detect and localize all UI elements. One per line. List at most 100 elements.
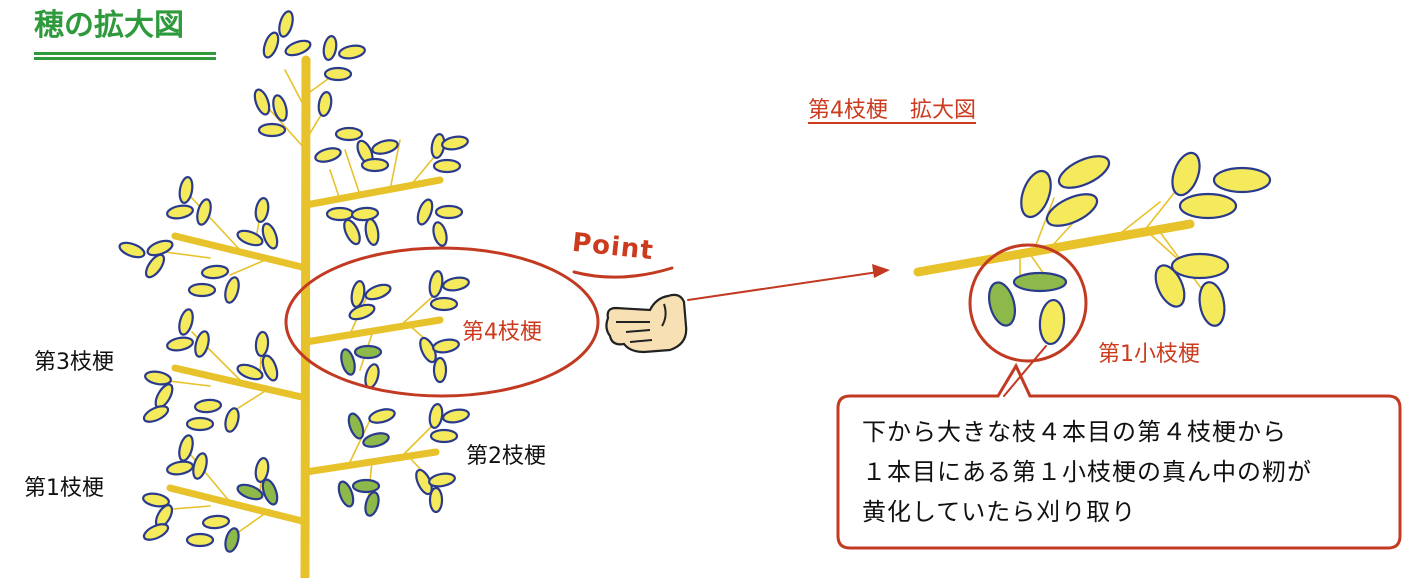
secondary-stalk-5	[344, 149, 361, 196]
grain-right-9	[1038, 298, 1066, 346]
grain-left-77	[254, 457, 270, 483]
grain-left-9	[257, 122, 287, 138]
grain-left-72	[428, 472, 456, 488]
grain-left-66	[442, 408, 470, 424]
grain-left-40	[348, 303, 376, 321]
grain-left-1	[278, 10, 294, 38]
grain-left-80	[142, 492, 170, 508]
grain-right-2	[1057, 155, 1111, 189]
title-underline-2	[34, 57, 216, 60]
grain-left-23	[261, 222, 279, 250]
grain-left-74	[178, 434, 194, 462]
grain-left-20	[166, 204, 194, 220]
enlarged-stalk-1	[1033, 197, 1055, 251]
branch4-highlight-ellipse	[284, 246, 600, 398]
grain-right-8	[1012, 271, 1068, 293]
grain-left-73	[428, 486, 444, 514]
sub-branch1-label: 第1小枝梗	[1098, 342, 1200, 367]
grain-left-52	[194, 330, 210, 358]
grain-left-38	[350, 280, 366, 308]
grain-left-33	[343, 218, 361, 246]
grain-left-43	[429, 296, 459, 312]
branch4-label: 第4枝梗	[462, 320, 542, 345]
sub-branch1-highlight-circle	[968, 243, 1088, 363]
branch2-label: 第2枝梗	[466, 444, 546, 469]
grain-left-79	[236, 483, 264, 501]
secondary-stalk-8	[329, 169, 341, 201]
grain-right-6	[1178, 192, 1238, 220]
grain-right-1	[1020, 169, 1052, 219]
grain-left-34	[364, 218, 380, 246]
secondary-stalk-12	[231, 387, 271, 413]
grain-right-11	[1170, 252, 1230, 280]
grain-left-41	[428, 270, 444, 298]
grain-left-25	[118, 241, 146, 259]
grain-left-21	[196, 198, 212, 226]
grain-left-18	[432, 158, 462, 174]
grain-left-32	[350, 206, 380, 222]
callout-box	[836, 362, 1402, 550]
grain-left-37	[432, 221, 448, 247]
grain-left-42	[442, 276, 470, 292]
grain-left-45	[353, 344, 383, 360]
grain-left-63	[368, 408, 396, 424]
secondary-stalk-17	[184, 447, 231, 503]
secondary-stalk-21	[349, 419, 371, 463]
grain-left-10	[317, 91, 333, 117]
grain-left-22	[254, 197, 270, 223]
grain-left-5	[338, 44, 366, 60]
grain-left-39	[364, 283, 392, 301]
grain-left-70	[364, 491, 380, 517]
grain-left-15	[360, 157, 390, 173]
grain-left-19	[178, 176, 194, 204]
grain-left-7	[253, 88, 271, 116]
grain-left-51	[166, 336, 194, 352]
grain-right-5	[1212, 166, 1272, 194]
grain-left-54	[261, 354, 279, 382]
pointing-hand-icon	[605, 293, 688, 354]
grain-left-68	[337, 480, 355, 508]
grain-left-2	[284, 39, 312, 57]
grain-left-29	[224, 276, 240, 304]
secondary-stalk-1	[189, 195, 241, 251]
arrow-icon	[872, 264, 890, 278]
grain-left-26	[146, 239, 174, 257]
grain-left-64	[362, 432, 390, 448]
grain-left-6	[323, 66, 353, 82]
branch-2	[302, 176, 444, 209]
grain-right-3	[1045, 193, 1099, 227]
grain-right-7	[987, 281, 1017, 327]
grain-left-55	[236, 363, 264, 381]
grain-left-78	[261, 478, 279, 506]
grain-left-62	[347, 412, 365, 440]
branch-3	[171, 364, 310, 402]
page-title: 穂の拡大図	[34, 8, 184, 43]
branch-4	[302, 448, 440, 476]
arrow-line	[687, 271, 879, 301]
secondary-stalk-4	[229, 257, 271, 276]
enlarged-heading: 第4枝梗 拡大図	[808, 98, 976, 123]
callout-line-3: 黄化していたら刈り取り	[862, 498, 1137, 526]
grain-left-30	[187, 282, 217, 298]
grain-left-4	[322, 35, 338, 61]
grain-left-36	[434, 204, 464, 220]
grain-left-58	[142, 405, 170, 423]
grain-left-69	[351, 478, 381, 494]
grain-right-10	[1154, 264, 1186, 308]
grain-right-12	[1198, 281, 1226, 327]
grain-left-50	[178, 308, 194, 336]
grain-left-35	[416, 198, 434, 226]
secondary-stalk-27	[284, 69, 307, 111]
grain-left-48	[432, 338, 460, 354]
grain-left-82	[142, 523, 170, 541]
grain-left-24	[236, 229, 264, 247]
grain-left-75	[166, 460, 194, 476]
secondary-stalk-6	[389, 139, 401, 191]
grain-left-65	[428, 403, 444, 429]
grain-right-4	[1171, 151, 1201, 197]
grain-left-3	[262, 31, 280, 59]
callout-pointer-line	[1003, 345, 1047, 397]
grain-left-12	[314, 147, 342, 163]
callout-line-2: １本目にある第１小枝梗の真ん中の籾が	[862, 458, 1312, 486]
enlarged-stalk-3	[1111, 201, 1161, 241]
